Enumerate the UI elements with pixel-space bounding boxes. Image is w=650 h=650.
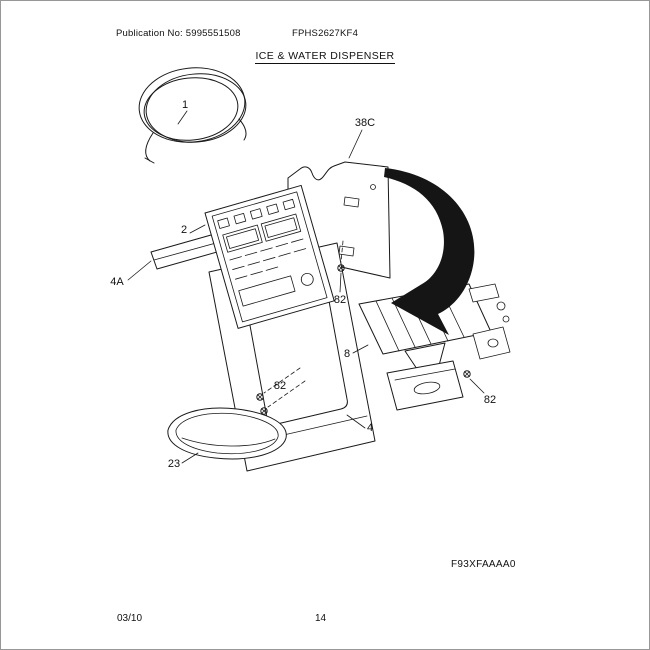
callout-frame: 4A <box>110 276 124 288</box>
screw-head <box>337 264 345 272</box>
module-side-bracket <box>472 326 511 360</box>
panel-button <box>282 198 296 211</box>
panel-lower-plate <box>238 275 296 307</box>
panel-button <box>217 217 230 229</box>
callout-leader <box>348 129 363 159</box>
panel-display <box>222 224 263 253</box>
callout-dispenser-panel: 4 <box>367 422 373 434</box>
callout-dispenser-module: 8 <box>344 348 350 360</box>
callout-screw-right: 82 <box>484 394 496 406</box>
module-fitting <box>496 301 506 311</box>
panel-display-window <box>264 217 298 238</box>
callout-drip-tray: 23 <box>168 458 180 470</box>
tube-end-cap <box>144 157 155 164</box>
screw-icon <box>256 367 306 415</box>
footer-date: 03/10 <box>117 613 143 624</box>
control-panel-inner <box>211 191 328 323</box>
page-title-text: ICE & WATER DISPENSER <box>255 50 395 64</box>
tray-center-line <box>181 437 276 447</box>
bracket-hole <box>370 184 376 190</box>
panel-display-window <box>226 228 259 249</box>
callout-bracket: 38C <box>355 117 375 129</box>
control-panel-outline <box>204 184 335 329</box>
drip-tray-drawing <box>167 407 287 460</box>
callout-screw-left: 82 <box>274 380 286 392</box>
panel-display <box>260 213 302 242</box>
screw-head <box>260 407 268 415</box>
rotation-arrow <box>384 168 475 335</box>
tray-outline <box>167 407 287 460</box>
panel-button <box>249 208 263 220</box>
callout-leader <box>469 378 485 394</box>
publication-number: Publication No: 5995551508 <box>116 28 241 39</box>
panel-knob <box>300 272 314 286</box>
screw-head <box>463 370 471 378</box>
screw-head <box>256 393 264 401</box>
callout-screw-top: 82 <box>334 294 346 306</box>
callout-leader <box>127 260 152 281</box>
module-fitting <box>502 315 510 323</box>
callout-leader <box>352 344 369 354</box>
module-side-hole <box>487 338 499 348</box>
screw-cross <box>261 408 267 414</box>
bracket-slot <box>343 196 360 208</box>
callout-tube-coil: 1 <box>182 99 188 111</box>
panel-button <box>266 203 279 215</box>
screw-icon <box>337 240 345 293</box>
tube-end <box>238 118 247 141</box>
callout-leader <box>189 224 206 234</box>
callout-leader <box>177 110 188 125</box>
callout-leader <box>181 452 199 464</box>
module-foot <box>386 360 464 411</box>
control-panel-drawing <box>204 184 335 329</box>
callout-control-panel: 2 <box>181 224 187 236</box>
tray-rim <box>175 412 279 455</box>
model-number: FPHS2627KF4 <box>291 28 359 39</box>
tube-end <box>145 132 154 162</box>
page-title: ICE & WATER DISPENSER <box>1 50 649 64</box>
panel-marks <box>232 248 307 270</box>
module-foot-hole <box>413 381 441 395</box>
module-right-plate <box>468 283 500 303</box>
screw-cross <box>257 394 263 400</box>
tube-coil-drawing <box>138 67 247 164</box>
module-ribs <box>375 288 465 352</box>
assembly-dash-line <box>267 380 306 408</box>
screw-icon <box>463 370 485 394</box>
assembly-dash-line <box>340 240 344 263</box>
module-foot-line <box>394 368 456 381</box>
screw-cross <box>338 265 344 271</box>
coil-loop <box>143 77 239 141</box>
callout-leader <box>339 272 342 293</box>
footer-page-number: 14 <box>315 613 327 624</box>
diagram-code: F93XFAAAA0 <box>451 559 516 570</box>
coil-loop <box>145 73 247 143</box>
panel-marks <box>229 238 304 261</box>
assembly-dash-line <box>263 367 301 394</box>
panel-button <box>233 212 247 225</box>
screw-cross <box>464 371 470 377</box>
bracket-slot <box>338 245 355 257</box>
callout-leader <box>346 414 366 429</box>
panel-marks <box>235 266 279 280</box>
